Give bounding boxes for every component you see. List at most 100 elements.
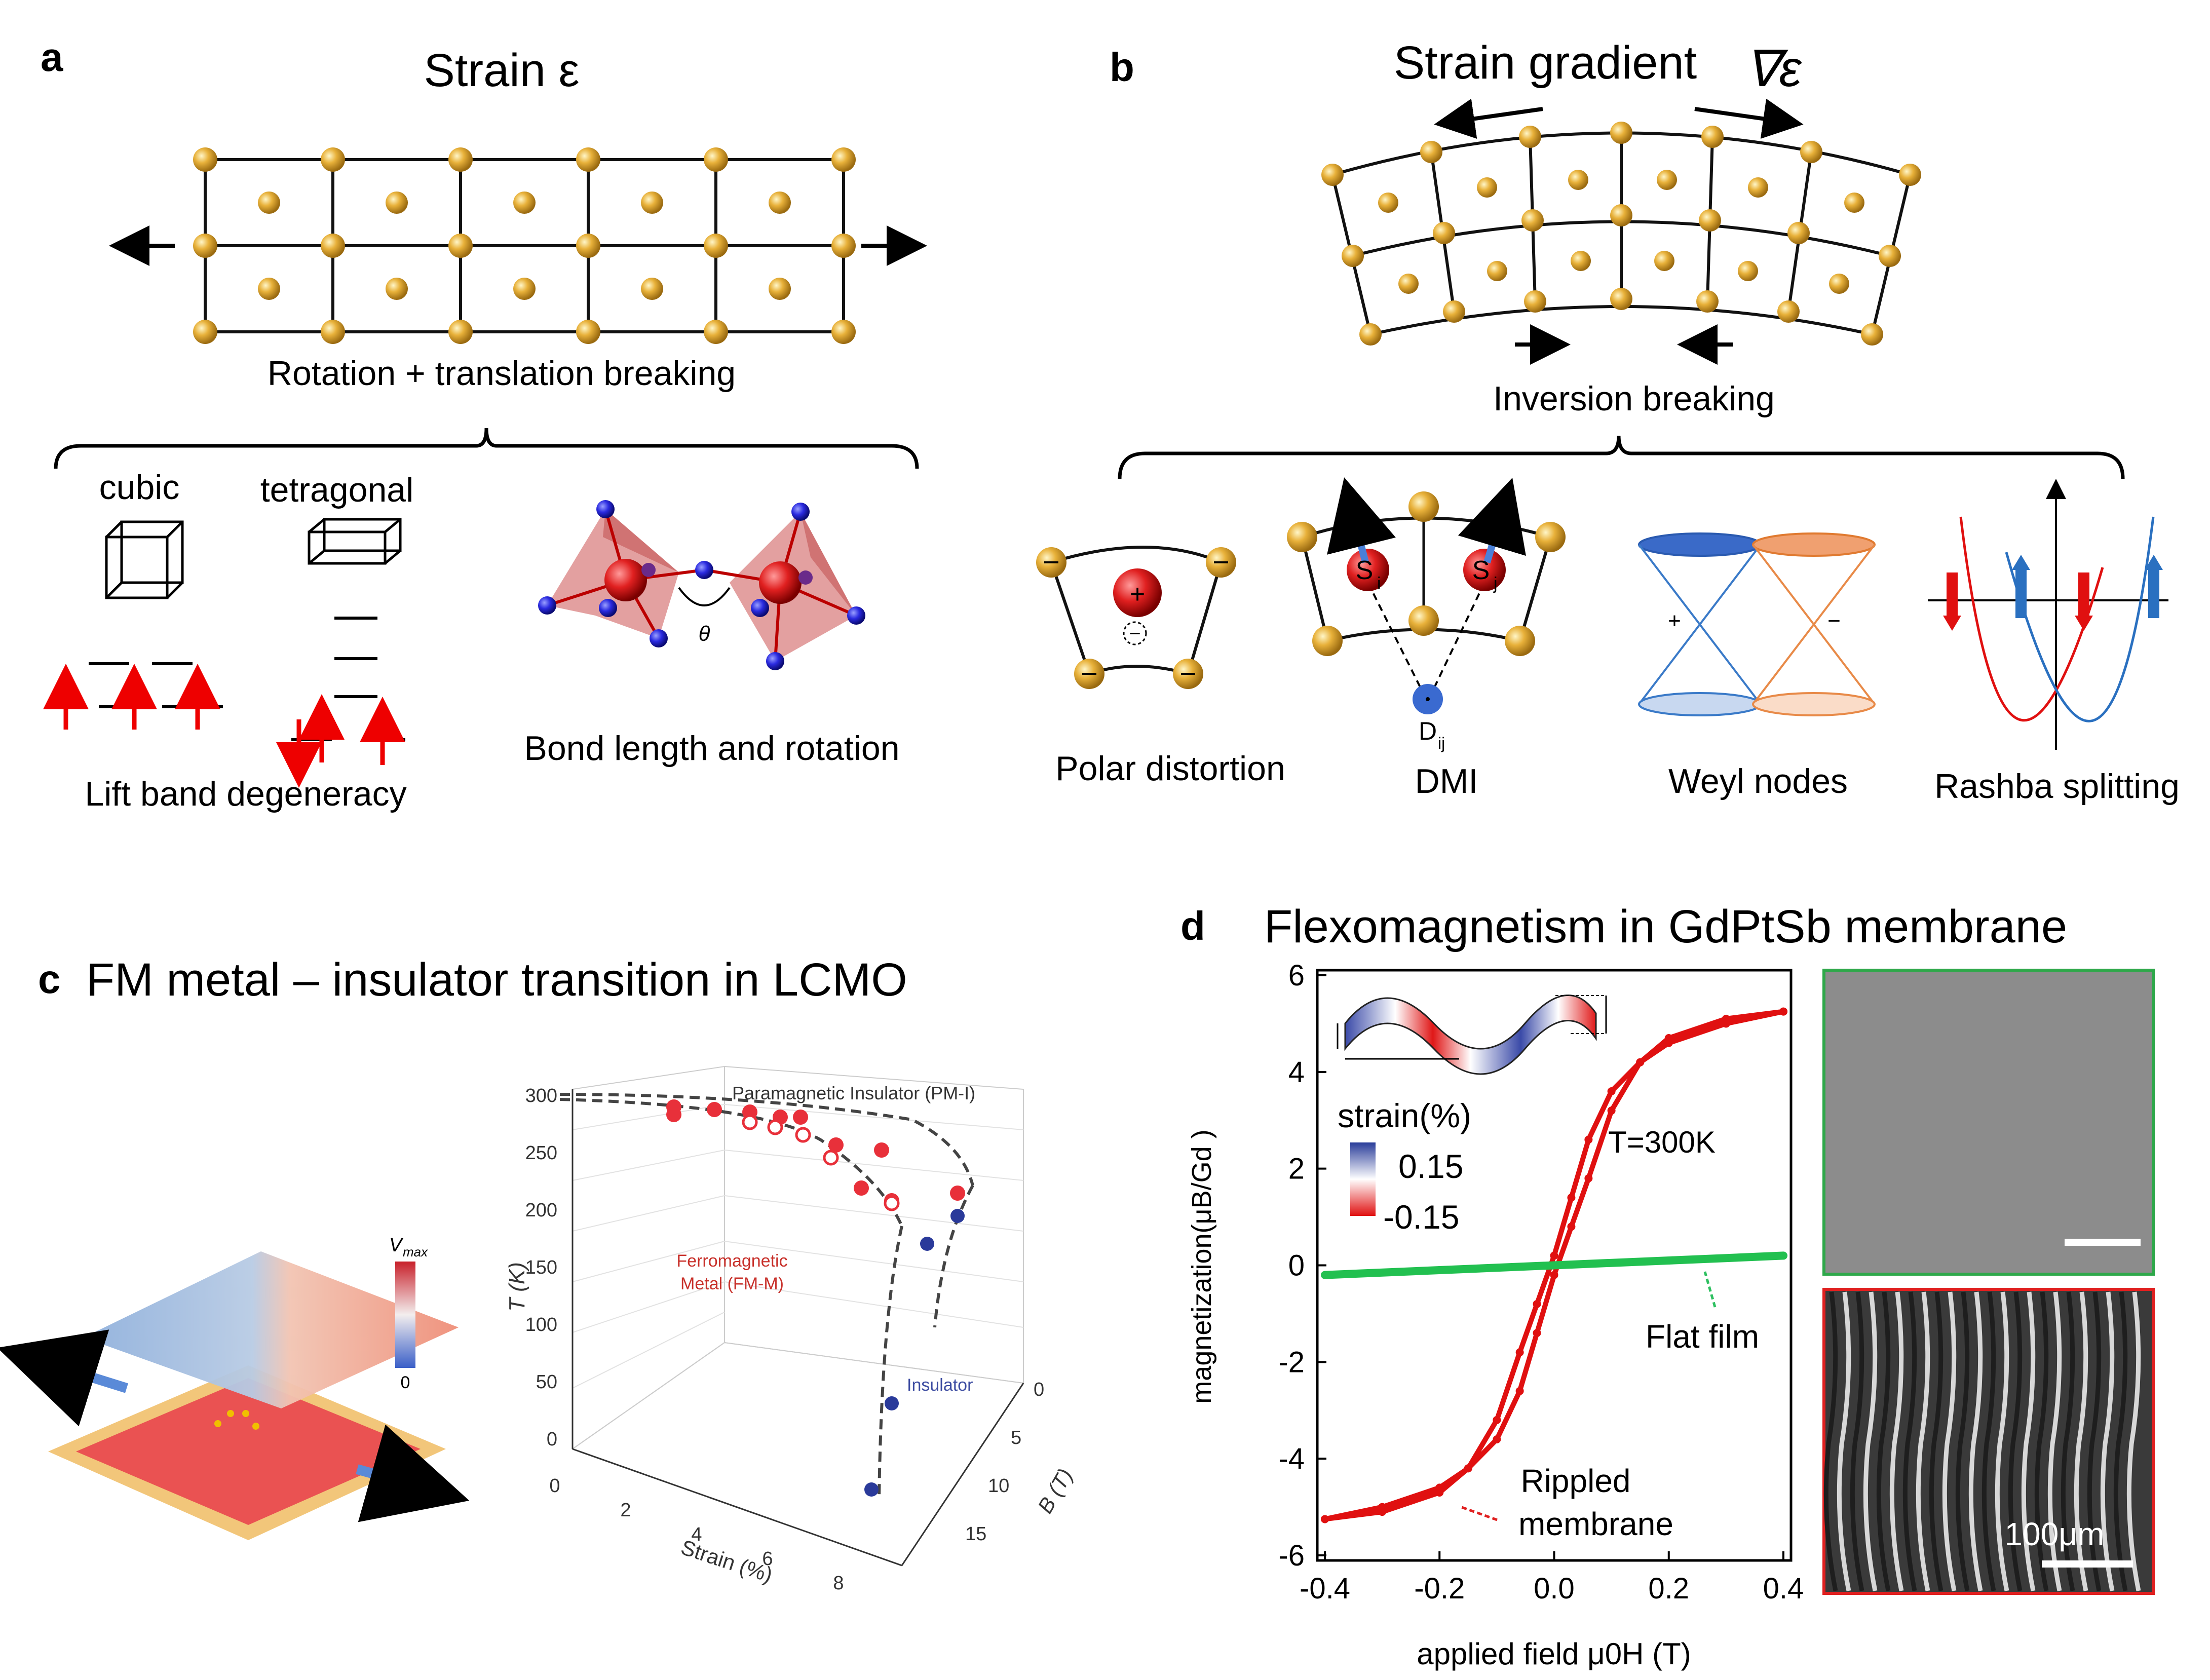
sj-label: S (1472, 556, 1490, 585)
fm-point (874, 1142, 889, 1158)
atom (1787, 222, 1810, 244)
flat-film-image (1822, 969, 2155, 1276)
rippled-sweep-up-point (1378, 1508, 1387, 1516)
bent-lattice-atoms (1321, 122, 1921, 346)
insulator-point (864, 1482, 879, 1497)
fm-point (950, 1186, 965, 1201)
atom (576, 320, 600, 344)
atom (1861, 323, 1883, 346)
panel-c-title: FM metal – insulator transition in LCMO (86, 954, 907, 1006)
atom (1524, 290, 1546, 313)
t-tick: 100 (525, 1314, 557, 1335)
atom (1610, 204, 1632, 226)
atom (1359, 323, 1382, 346)
x-tick-label: 0.0 (1534, 1572, 1575, 1605)
rippled-sweep-up-point (1550, 1251, 1558, 1260)
rippled-sweep-down-point (1550, 1271, 1558, 1279)
ripple-stripe (2047, 1291, 2062, 1591)
ripple-stripe (2074, 1291, 2088, 1591)
atom (1777, 300, 1800, 323)
fm-point (666, 1107, 681, 1122)
atom (831, 320, 856, 344)
tetragonal-icon (308, 518, 402, 565)
panel-d-title: Flexomagnetism in GdPtSb membrane (1264, 901, 2067, 952)
atom (1696, 290, 1719, 313)
ripple-stripe (2100, 1291, 2115, 1591)
insulator-point (920, 1237, 934, 1251)
y-tick-label: -6 (1278, 1539, 1305, 1572)
rippled-sweep-up-point (1607, 1087, 1616, 1095)
ripple-stripe (1955, 1291, 1970, 1591)
atom (1398, 274, 1419, 294)
atom (1378, 193, 1398, 213)
atom (448, 234, 473, 258)
strain-tick: 6 (762, 1548, 773, 1570)
atom (576, 234, 600, 258)
x-tick-label: 0.4 (1763, 1572, 1804, 1605)
atom (1521, 209, 1544, 232)
y-tick-label: -4 (1278, 1442, 1305, 1475)
atom (831, 234, 856, 258)
ripple-stripe (2113, 1291, 2128, 1591)
ripple-stripe (2061, 1291, 2075, 1591)
vbar-zero: 0 (401, 1373, 410, 1392)
rippled-sweep-up-point (1464, 1464, 1472, 1473)
atom (1800, 141, 1822, 163)
atom (1568, 170, 1588, 190)
brace-a (54, 428, 919, 469)
strain-hi: 0.15 (1398, 1148, 1463, 1185)
weyl-label: Weyl nodes (1668, 762, 1848, 800)
strain-tick: 4 (691, 1524, 702, 1545)
y-tick-label: 0 (1288, 1249, 1305, 1282)
insulator-point (885, 1396, 899, 1410)
atom (1748, 177, 1768, 198)
ripple-stripe (1916, 1291, 1930, 1591)
atom (1571, 251, 1591, 271)
atom (321, 320, 345, 344)
strain-lo: -0.15 (1383, 1198, 1459, 1236)
y-tick-label: 6 (1288, 959, 1305, 992)
strain-tick: 2 (620, 1500, 631, 1521)
pm-label: Paramagnetic Insulator (PM-I) (732, 1083, 975, 1103)
atom (704, 320, 728, 344)
ripple-stripe (2126, 1291, 2141, 1591)
atom (1654, 251, 1674, 271)
ripple-stripe (2008, 1291, 2023, 1591)
lift-band-label: Lift band degeneracy (85, 775, 406, 813)
panel-a-letter: a (41, 34, 63, 80)
band-levels (51, 617, 405, 741)
strain-colorbar (1350, 1142, 1376, 1216)
scale-bar-label: 100μm (2005, 1516, 2105, 1552)
atom (1519, 126, 1541, 148)
dij-label: D (1419, 717, 1437, 745)
cubic-label: cubic (99, 468, 180, 507)
polar-cell (1049, 546, 1223, 676)
gradient-arrows (1434, 98, 1804, 365)
ripple-stripe (2021, 1291, 2036, 1591)
t-tick: 250 (525, 1142, 557, 1164)
atom (1321, 164, 1344, 186)
phase-diagram-3d (559, 1065, 1024, 1567)
rippled-sweep-up-point (1722, 1019, 1730, 1028)
atom (1505, 626, 1535, 656)
rashba-plot (1928, 479, 2168, 750)
panel-b-letter: b (1110, 45, 1134, 90)
flat-film-point (1550, 1261, 1558, 1270)
flat-film-label: Flat film (1646, 1318, 1759, 1355)
rippled-sweep-up-point (1435, 1488, 1444, 1497)
atom (1829, 274, 1849, 294)
atom (641, 278, 663, 300)
y-tick-label: -2 (1278, 1346, 1305, 1379)
t-tick: 0 (547, 1429, 557, 1450)
tetragonal-label: tetragonal (260, 471, 413, 509)
device-schematic (0, 1251, 470, 1540)
rippled-sweep-up-point (1584, 1135, 1593, 1144)
panel-b: b Strain gradient ∇ε Inversion breaking (1036, 37, 2180, 806)
flat-film-pointer (1703, 1271, 1717, 1308)
fm-open-point (884, 1195, 900, 1211)
atom (1287, 522, 1317, 552)
ripple-stripe (2034, 1291, 2049, 1591)
lattice-atoms (193, 147, 856, 344)
